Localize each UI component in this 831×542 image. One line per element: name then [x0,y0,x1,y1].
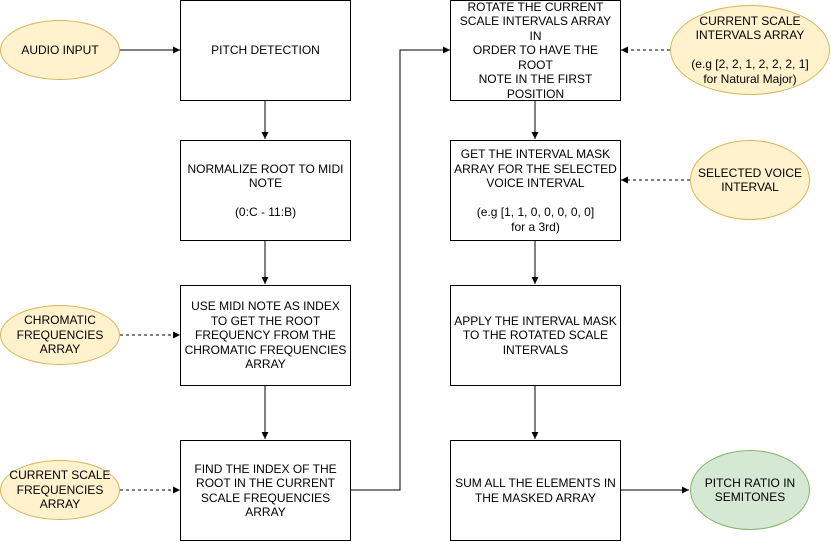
use-midi-note-label: USE MIDI NOTE AS INDEX TO GET THE ROOT F… [184,299,347,372]
sum-elements-box[interactable]: SUM ALL THE ELEMENTS IN THE MASKED ARRAY [450,440,621,541]
selected-voice-interval-label: SELECTED VOICE INTERVAL [697,165,803,195]
normalize-root-label: NORMALIZE ROOT TO MIDI NOTE (0:C - 11:B) [184,147,346,234]
current-scale-frequencies-label: CURRENT SCALE FREQUENCIES ARRAY [9,468,111,512]
apply-mask-box[interactable]: APPLY THE INTERVAL MASK TO THE ROTATED S… [450,285,621,386]
normalize-root-range: (0:C - 11:B) [234,205,297,219]
find-index-box[interactable]: FIND THE INDEX OF THE ROOT IN THE CURREN… [180,440,351,541]
selected-voice-interval-node[interactable]: SELECTED VOICE INTERVAL [690,140,810,220]
current-scale-frequencies-node[interactable]: CURRENT SCALE FREQUENCIES ARRAY [0,460,120,520]
audio-input-node[interactable]: AUDIO INPUT [0,20,120,80]
arrow-find-to-rotate [350,46,450,491]
sum-elements-label: SUM ALL THE ELEMENTS IN THE MASKED ARRAY [455,476,616,505]
current-scale-intervals-title: CURRENT SCALE INTERVALS ARRAY [695,13,805,43]
apply-mask-label: APPLY THE INTERVAL MASK TO THE ROTATED S… [454,313,617,357]
current-scale-intervals-example: (e.g [2, 2, 1, 2, 2, 2, 1] for Natural M… [691,57,809,86]
use-midi-note-box[interactable]: USE MIDI NOTE AS INDEX TO GET THE ROOT F… [180,285,351,386]
current-scale-intervals-label: CURRENT SCALE INTERVALS ARRAY (e.g [2, 2… [688,0,811,101]
audio-input-label: AUDIO INPUT [21,42,99,57]
pitch-detection-box[interactable]: PITCH DETECTION [180,0,351,101]
normalize-root-title: NORMALIZE ROOT TO MIDI NOTE [187,161,344,191]
pitch-ratio-node[interactable]: PITCH RATIO IN SEMITONES [690,450,810,530]
chromatic-frequencies-label: CHROMATIC FREQUENCIES ARRAY [16,313,104,357]
get-interval-mask-box[interactable]: GET THE INTERVAL MASK ARRAY FOR THE SELE… [450,140,621,241]
normalize-root-box[interactable]: NORMALIZE ROOT TO MIDI NOTE (0:C - 11:B) [180,140,351,241]
pitch-detection-label: PITCH DETECTION [211,43,320,58]
pitch-ratio-label: PITCH RATIO IN SEMITONES [704,475,796,505]
get-interval-mask-example: (e.g [1, 1, 0, 0, 0, 0, 0] for a 3rd) [476,205,595,234]
get-interval-mask-label: GET THE INTERVAL MASK ARRAY FOR THE SELE… [451,133,620,249]
find-index-label: FIND THE INDEX OF THE ROOT IN THE CURREN… [194,461,337,520]
rotate-intervals-box[interactable]: ROTATE THE CURRENT SCALE INTERVALS ARRAY… [450,0,621,101]
rotate-intervals-label: ROTATE THE CURRENT SCALE INTERVALS ARRAY… [459,0,612,101]
chromatic-frequencies-node[interactable]: CHROMATIC FREQUENCIES ARRAY [0,305,120,365]
current-scale-intervals-node[interactable]: CURRENT SCALE INTERVALS ARRAY (e.g [2, 2… [670,5,830,95]
get-interval-mask-title: GET THE INTERVAL MASK ARRAY FOR THE SELE… [454,147,617,190]
